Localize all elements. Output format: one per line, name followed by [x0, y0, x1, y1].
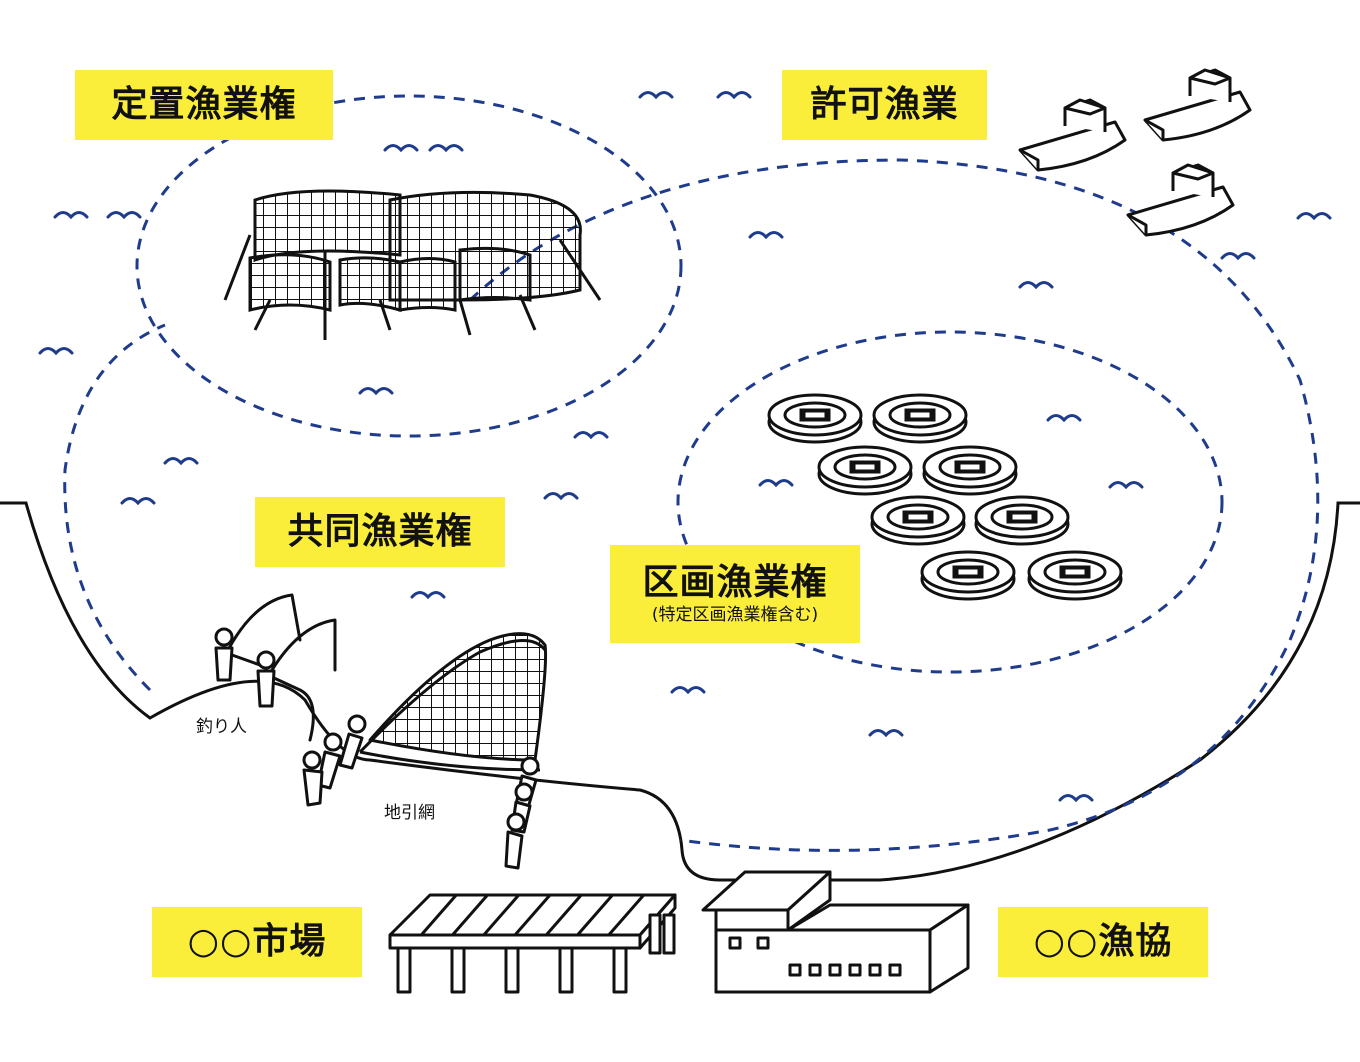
wave-icon [163, 457, 199, 466]
coop-window [808, 963, 822, 977]
wave-icon [573, 431, 609, 440]
coop-window [828, 963, 842, 977]
teichi-zone [135, 94, 683, 438]
teichi-label: 定置漁業権 [75, 70, 333, 140]
cage-ring-icon [767, 393, 863, 444]
cage-ring-icon [1027, 550, 1123, 601]
wave-icon [1058, 794, 1094, 803]
kukaku-note-text: (特定区画漁業権含む) [651, 604, 819, 625]
wave-icon [428, 144, 464, 153]
cage-ring-icon [817, 445, 913, 496]
pier-leg [558, 946, 574, 994]
wave-icon [716, 91, 752, 100]
pier-slat [451, 894, 489, 936]
wave-icon [543, 492, 579, 501]
pier-slat [482, 894, 520, 936]
kyoka-label-text: 許可漁業 [810, 84, 959, 126]
seine-pullers-icon [302, 714, 540, 870]
wave-icon [1296, 212, 1332, 221]
cage-ring-icon [922, 445, 1018, 496]
wave-icon [1018, 281, 1054, 290]
kyodo-zone [63, 158, 1320, 852]
wave-icon [868, 729, 904, 738]
coop-label-text: ○○漁協 [1033, 921, 1173, 963]
wave-icon [638, 91, 674, 100]
beach-seine-label: 地引網 [384, 803, 435, 823]
cage-ring-icon [870, 495, 966, 546]
wave-icon [410, 591, 446, 600]
coop-window [848, 963, 862, 977]
wave-icon [758, 479, 794, 488]
wave-icon [748, 231, 784, 240]
kukaku-zone [676, 330, 1224, 674]
pier-slat [545, 894, 583, 936]
anglers-label: 釣り人 [196, 717, 247, 737]
pier-leg [450, 946, 466, 994]
pier-slat [607, 894, 645, 936]
boat-icon [1018, 98, 1127, 172]
coop-building-icon [701, 870, 970, 994]
set-net-icon [223, 189, 602, 340]
wave-icon [383, 144, 419, 153]
pier-leg [504, 946, 520, 994]
kyodo-label: 共同漁業権 [255, 497, 505, 567]
wave-icon [670, 686, 706, 695]
cage-ring-icon [872, 393, 968, 444]
coastline [0, 501, 1360, 882]
coop-label: ○○漁協 [998, 907, 1208, 977]
pier-slat [513, 894, 552, 936]
market-label-text: ○○市場 [187, 921, 327, 963]
boat-icon [1143, 68, 1252, 142]
wave-icon [53, 211, 89, 220]
wave-icon [358, 387, 394, 396]
market-label: ○○市場 [152, 907, 362, 977]
anglers-icon [214, 593, 337, 742]
kyodo-label-text: 共同漁業権 [287, 511, 473, 553]
pier-slat [576, 894, 614, 936]
pier-leg [396, 946, 412, 994]
kukaku-label-text: 区画漁業権 [642, 562, 828, 604]
wave-icon [1220, 252, 1256, 261]
pier-leg [648, 913, 662, 955]
coop-window [888, 963, 902, 977]
coop-window [868, 963, 882, 977]
teichi-label-text: 定置漁業権 [111, 84, 297, 126]
cage-ring-icon [920, 550, 1016, 601]
fishing-boats [1018, 68, 1252, 237]
wave-icon [120, 497, 156, 506]
aquaculture-cages [767, 393, 1123, 601]
pier-slat [420, 894, 458, 936]
beach-seine-icon [358, 632, 548, 772]
wave-icon [1108, 481, 1144, 490]
cage-ring-icon [974, 495, 1070, 546]
pier-leg [612, 946, 628, 994]
wave-icon [38, 347, 74, 356]
kyoka-label: 許可漁業 [782, 70, 987, 140]
kukaku-label: 区画漁業権 (特定区画漁業権含む) [610, 545, 860, 643]
pier-leg [662, 913, 676, 955]
wave-icon [106, 211, 142, 220]
market-building-icon [388, 893, 677, 994]
wave-icon [1046, 414, 1082, 423]
sea-waves [38, 91, 1332, 803]
boat-icon [1126, 163, 1235, 237]
coop-window [788, 963, 802, 977]
